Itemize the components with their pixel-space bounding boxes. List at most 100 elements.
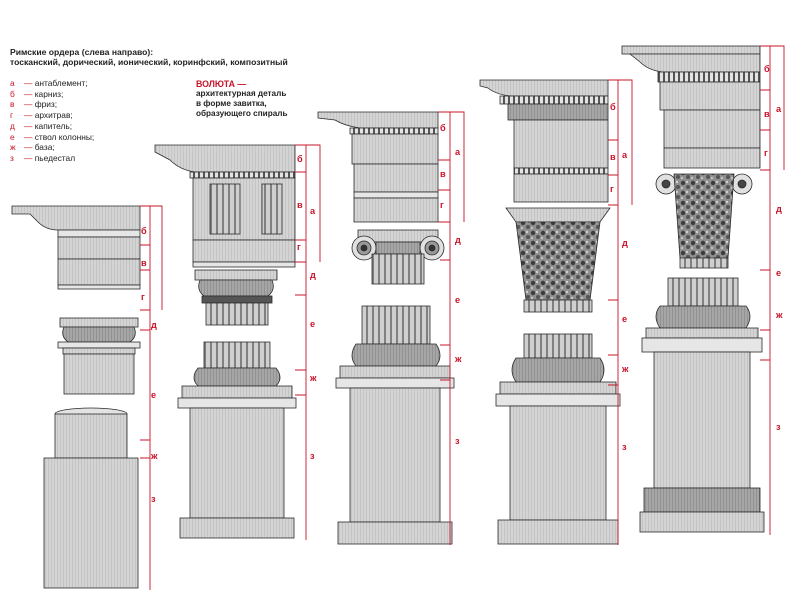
label-composite-e: е bbox=[776, 268, 781, 278]
label-ionic-z: з bbox=[455, 436, 460, 446]
ionic-pedestal bbox=[349, 387, 441, 523]
corinthian-base bbox=[495, 333, 621, 407]
composite-pedestal bbox=[653, 351, 751, 489]
corinthian-plinth bbox=[497, 519, 619, 545]
label-ionic-v: в bbox=[440, 169, 446, 179]
legend-item: ж — база; bbox=[10, 142, 94, 153]
label-tuscan-e: е bbox=[151, 390, 156, 400]
label-doric-zh: ж bbox=[309, 373, 317, 383]
tuscan-shaft-lower bbox=[54, 407, 128, 459]
volute-note: ВОЛЮТА — архитектурная деталь в форме за… bbox=[196, 79, 316, 119]
legend-item: е — ствол колонны; bbox=[10, 132, 94, 143]
label-doric-z: з bbox=[310, 451, 315, 461]
title-line-2: тосканский, дорический, ионический, кори… bbox=[10, 57, 288, 67]
label-ionic-a: а bbox=[455, 147, 461, 157]
label-doric-v: в bbox=[297, 200, 303, 210]
label-tuscan-b: б bbox=[141, 226, 147, 236]
ionic-plinth bbox=[337, 521, 453, 545]
label-doric-a: а bbox=[310, 206, 316, 216]
legend-item: д— капитель; bbox=[10, 121, 94, 132]
legend-text: база; bbox=[34, 142, 55, 153]
corinthian-bracket bbox=[608, 79, 619, 545]
tuscan-bracket-outer bbox=[150, 205, 163, 310]
label-tuscan-z: з bbox=[151, 494, 156, 504]
composite-order bbox=[621, 45, 765, 533]
label-corinthian-d: д bbox=[622, 238, 628, 248]
ionic-entablature bbox=[317, 111, 439, 223]
legend-text: фриз; bbox=[34, 99, 58, 110]
composite-plinth bbox=[643, 487, 761, 513]
label-doric-g: г bbox=[297, 242, 301, 252]
corinthian-pedestal bbox=[509, 405, 607, 521]
composite-base bbox=[641, 277, 763, 353]
corinthian-capital bbox=[505, 207, 611, 313]
legend-text: ствол колонны; bbox=[34, 131, 95, 142]
label-corinthian-z: з bbox=[622, 442, 627, 452]
volute-note-line: архитектурная деталь bbox=[196, 89, 287, 98]
doric-bracket-outer bbox=[306, 144, 321, 262]
doric-entablature bbox=[154, 144, 296, 268]
legend-dash: — bbox=[24, 99, 33, 110]
ionic-capital-volutes bbox=[351, 229, 445, 285]
legend-dash: — bbox=[24, 88, 33, 99]
doric-pedestal bbox=[189, 407, 285, 519]
label-composite-zh: ж bbox=[775, 310, 783, 320]
tuscan-capital bbox=[57, 317, 141, 355]
label-tuscan-v: в bbox=[141, 258, 147, 268]
label-doric-d: д bbox=[310, 270, 316, 280]
legend-item: в— фриз; bbox=[10, 99, 94, 110]
label-tuscan-zh: ж bbox=[150, 451, 158, 461]
legend-letter: ж bbox=[10, 142, 16, 153]
ionic-order bbox=[317, 111, 455, 545]
corinthian-entablature bbox=[479, 79, 609, 203]
ionic-base bbox=[335, 305, 455, 389]
corinthian-bracket-outer bbox=[618, 79, 633, 205]
legend-dash: — bbox=[24, 152, 33, 163]
label-corinthian-e: е bbox=[622, 314, 627, 324]
composite-entablature bbox=[621, 45, 761, 169]
legend-letter: е bbox=[10, 131, 15, 142]
composite-bracket bbox=[760, 45, 771, 535]
legend-text: архитрав; bbox=[34, 110, 73, 121]
legend-dash: — bbox=[24, 131, 33, 142]
legend-dash: — bbox=[24, 142, 33, 153]
label-composite-b: б bbox=[764, 64, 770, 74]
label-doric-e: е bbox=[310, 319, 315, 329]
label-ionic-g: г bbox=[440, 200, 444, 210]
legend-dash: — bbox=[24, 120, 33, 131]
label-composite-d: д bbox=[776, 204, 782, 214]
tuscan-order bbox=[11, 205, 141, 589]
legend-item: г— архитрав; bbox=[10, 110, 94, 121]
doric-capital bbox=[194, 269, 278, 326]
label-composite-a: а bbox=[776, 104, 782, 114]
label-corinthian-a: а bbox=[622, 150, 628, 160]
doric-base bbox=[177, 341, 297, 409]
legend-letter: б bbox=[10, 88, 15, 99]
label-composite-v: в bbox=[764, 109, 770, 119]
tuscan-entablature bbox=[11, 205, 141, 290]
tuscan-pedestal bbox=[43, 457, 139, 589]
label-corinthian-v: в bbox=[610, 152, 616, 162]
ionic-bracket-outer bbox=[450, 111, 465, 222]
legend-text: пьедестал bbox=[34, 152, 76, 163]
title-line-1: Римские ордера (слева направо): bbox=[10, 47, 154, 57]
legend-text: карниз; bbox=[34, 88, 64, 99]
label-corinthian-zh: ж bbox=[621, 364, 629, 374]
legend-letter: г bbox=[10, 110, 14, 121]
label-ionic-zh: ж bbox=[454, 354, 462, 364]
tuscan-bracket bbox=[140, 205, 151, 590]
tuscan-shaft-top bbox=[63, 353, 135, 395]
label-doric-b: б bbox=[297, 154, 303, 164]
legend-text: антаблемент; bbox=[34, 78, 88, 88]
doric-order bbox=[154, 144, 297, 539]
volute-note-title: ВОЛЮТА — bbox=[196, 79, 247, 89]
legend-letter: а bbox=[10, 78, 15, 88]
label-tuscan-d: д bbox=[151, 320, 157, 330]
legend-item: б — карниз; bbox=[10, 89, 94, 100]
label-corinthian-b: б bbox=[610, 102, 616, 112]
label-tuscan-g: г bbox=[141, 292, 145, 302]
label-composite-z: з bbox=[776, 422, 781, 432]
volute-note-line: в форме завитка, bbox=[196, 99, 267, 108]
label-corinthian-g: г bbox=[610, 184, 614, 194]
diagram-title: Римские ордера (слева направо): тосканск… bbox=[10, 47, 310, 67]
